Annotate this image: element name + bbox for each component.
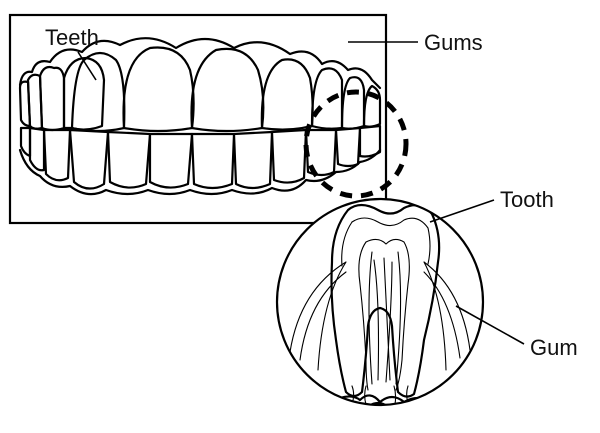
leader-gum (455, 305, 525, 345)
lower-premolar-right (304, 128, 338, 177)
lower-canine-left (68, 128, 110, 190)
nerve-strands (349, 385, 413, 405)
enamel-line (351, 217, 431, 265)
upper-incisor-right-central (190, 47, 265, 133)
zoom-indicator-dashed-circle (303, 89, 409, 199)
lower-molar-left-2 (28, 126, 46, 172)
lower-incisor-1 (106, 130, 152, 189)
enamel-line-left (341, 221, 353, 267)
upper-incisor-left-central (122, 46, 195, 133)
gum-outline-right (423, 261, 471, 371)
pulp-canal-left (368, 251, 373, 385)
root-tissue-2 (334, 401, 426, 405)
pulp-chamber (358, 238, 410, 391)
gum-outline-left-inner (299, 271, 347, 361)
mouth-view (8, 13, 409, 225)
closeup-circle (275, 197, 485, 407)
upper-gum-line (18, 37, 382, 90)
upper-canine-right (310, 67, 344, 130)
label-gums: Gums (424, 30, 483, 55)
lower-teeth (19, 124, 382, 190)
lower-molar-right-2 (358, 124, 382, 158)
leader-tooth (429, 199, 495, 223)
gum-outline-right-inner (423, 271, 461, 359)
lower-premolar-left (42, 128, 72, 182)
nerve-fibers (373, 257, 393, 383)
lower-gum-line (18, 148, 382, 196)
pulp-canal-right (395, 251, 402, 385)
tooth-closeup (275, 197, 485, 407)
label-tooth: Tooth (500, 187, 554, 212)
label-gum: Gum (530, 335, 578, 360)
lower-incisor-3 (190, 132, 236, 190)
labels: Teeth Gums Tooth Gum (45, 25, 578, 360)
lower-incisor-4 (232, 130, 274, 190)
gum-outline-left (289, 261, 347, 371)
lower-canine-right (270, 128, 308, 184)
upper-teeth (18, 46, 382, 133)
upper-incisor-right-lateral (260, 58, 314, 131)
upper-incisor-left-lateral (70, 51, 126, 133)
leader-teeth (77, 51, 97, 81)
lower-incisor-2 (148, 132, 194, 189)
label-teeth: Teeth (45, 25, 99, 50)
